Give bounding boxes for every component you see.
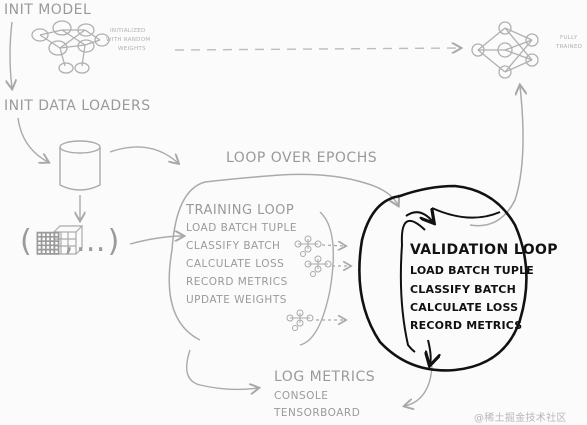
training-dashed-arrow bbox=[174, 48, 460, 50]
small-network-icon-2 bbox=[304, 255, 332, 277]
tuple-label: (▦,…) bbox=[20, 224, 122, 259]
trained-note-2: TRAINED bbox=[556, 44, 583, 50]
log-metrics-title: LOG METRICS bbox=[274, 369, 376, 385]
loaders-to-db-arrow bbox=[17, 117, 48, 162]
loop-back-arrow bbox=[186, 349, 258, 389]
training-loop-path bbox=[299, 211, 334, 346]
exit-to-trained-arrow bbox=[469, 86, 523, 227]
log-target-tensorboard: TENSORBOARD bbox=[274, 407, 361, 419]
training-step-5: UPDATE WEIGHTS bbox=[186, 294, 287, 306]
database-icon bbox=[59, 140, 101, 191]
validation-exit-arrow bbox=[428, 339, 431, 364]
init-model-network-icon bbox=[31, 20, 110, 74]
training-loop-title: TRAINING LOOP bbox=[186, 203, 295, 218]
validation-step-4: RECORD METRICS bbox=[410, 319, 523, 332]
init-model-title: INIT MODEL bbox=[4, 2, 92, 18]
training-step-1: LOAD BATCH TUPLE bbox=[186, 222, 298, 234]
init-model-note-1: INITIALIZED bbox=[110, 28, 146, 34]
training-step-2: CLASSIFY BATCH bbox=[186, 240, 281, 252]
validation-step-2: CLASSIFY BATCH bbox=[410, 283, 516, 296]
init-model-note-2: WITH RANDOM bbox=[106, 37, 151, 43]
training-step-3: CALCULATE LOSS bbox=[186, 258, 285, 270]
validation-step-3: CALCULATE LOSS bbox=[410, 301, 519, 314]
init-data-loaders-title: INIT DATA LOADERS bbox=[4, 98, 151, 114]
watermark: @稀土掘金技术社区 bbox=[474, 413, 567, 424]
tuple-to-training-arrow bbox=[129, 236, 183, 245]
validation-step-1: LOAD BATCH TUPLE bbox=[410, 264, 535, 277]
trained-network-icon bbox=[471, 21, 539, 79]
validation-loop-outline bbox=[358, 184, 528, 372]
validation-loop-title: VALIDATION LOOP bbox=[410, 242, 558, 258]
small-network-icon-3 bbox=[286, 309, 314, 331]
validation-inner-loop bbox=[399, 219, 426, 353]
cube-icon bbox=[53, 225, 84, 255]
log-target-console: CONSOLE bbox=[274, 390, 329, 402]
trained-note-1: FULLY bbox=[560, 35, 578, 41]
validation-top-path bbox=[431, 207, 501, 219]
loop-over-epochs-label: LOOP OVER EPOCHS bbox=[226, 150, 378, 166]
log-exit-arrow bbox=[405, 365, 433, 406]
small-network-icon-1 bbox=[294, 235, 322, 257]
init-model-note-3: WEIGHTS bbox=[118, 46, 146, 52]
model-to-loaders-arrow bbox=[10, 21, 12, 88]
training-step-4: RECORD METRICS bbox=[186, 276, 288, 288]
db-to-loop-arrow bbox=[109, 146, 178, 163]
epoch-loop-path bbox=[168, 173, 398, 341]
